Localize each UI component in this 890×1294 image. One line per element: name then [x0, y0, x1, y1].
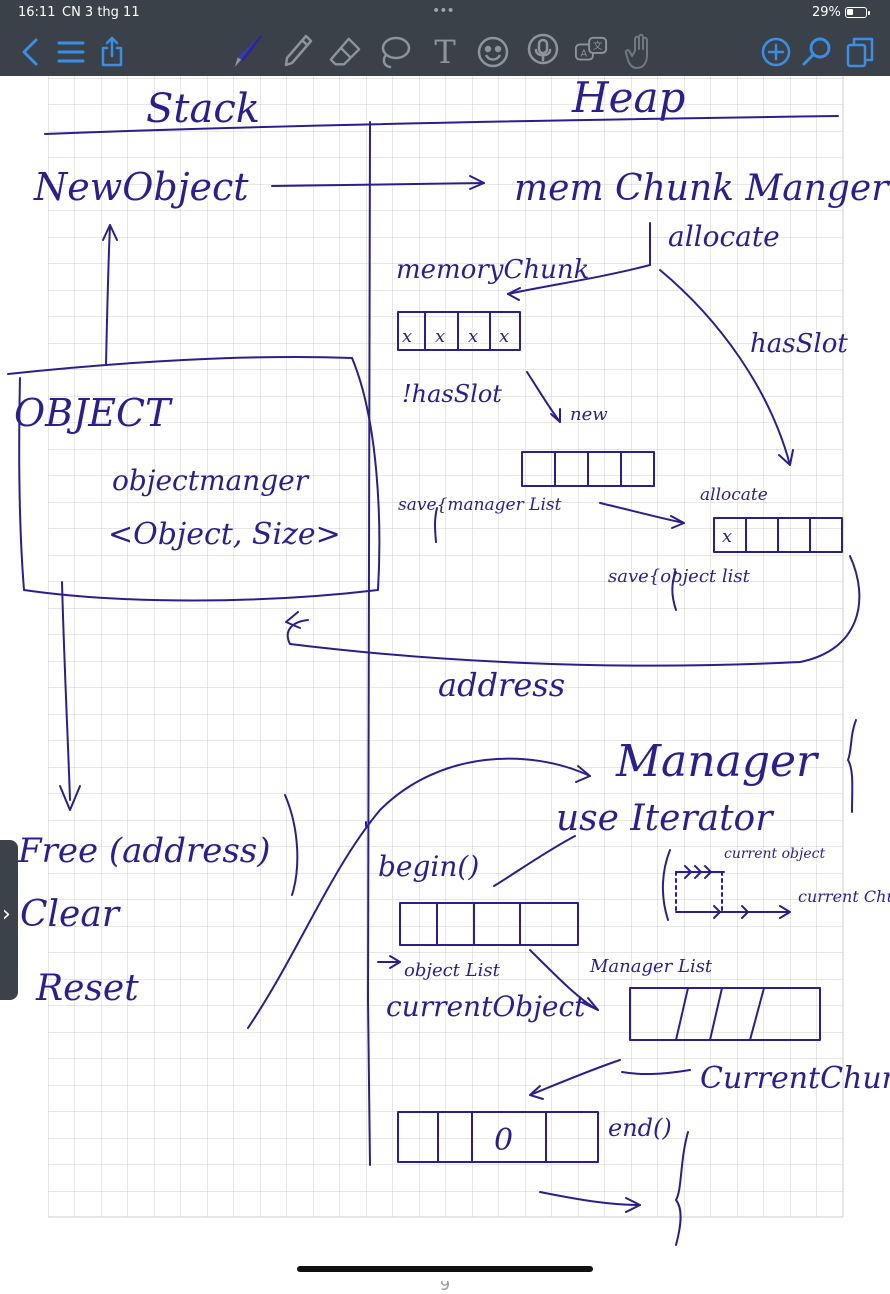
pen-icon[interactable] [230, 35, 264, 69]
allocated-slot-x: x [722, 526, 732, 547]
hand-icon[interactable] [622, 33, 656, 69]
text-icon[interactable]: T [434, 33, 456, 71]
status-date: CN 3 thg 11 [62, 5, 140, 20]
handwriting: Stack Heap NewObject mem Chunk Manger al… [14, 76, 890, 1158]
save-manager-list-label: save{manager List [398, 495, 562, 515]
object-manager-label: objectmanger [112, 464, 310, 497]
grid-page: Stack Heap NewObject mem Chunk Manger al… [7, 76, 890, 1246]
sticker-icon[interactable] [476, 35, 510, 69]
pencil-icon[interactable] [280, 34, 314, 69]
eraser-icon[interactable] [328, 35, 362, 69]
slot-x-2: x [435, 326, 445, 347]
sidebar-toggle-tab[interactable]: › [0, 840, 18, 1000]
reset-label: Reset [35, 968, 139, 1009]
memory-chunk-label: memoryChunk [396, 255, 589, 285]
object-size-pair: <Object, Size> [108, 517, 341, 552]
current-chunk-label-2: CurrentChunk [700, 1061, 890, 1096]
allocate-label: allocate [668, 220, 780, 253]
object-box-title: OBJECT [14, 391, 173, 435]
use-iterator-label: use Iterator [556, 798, 774, 839]
back-icon[interactable] [13, 35, 47, 69]
mem-chunk-manager-label: mem Chunk Manger [514, 168, 890, 209]
has-slot-label: hasSlot [750, 329, 848, 359]
address-label: address [438, 666, 565, 704]
object-list-label: object List [404, 960, 501, 981]
share-icon[interactable] [95, 35, 129, 69]
svg-text:文: 文 [593, 40, 603, 52]
current-object-label: current object [724, 846, 825, 862]
new-object-label: NewObject [33, 165, 249, 209]
allocate-label-2: allocate [700, 485, 768, 505]
free-address-label: Free (address) [17, 831, 271, 871]
lasso-icon[interactable] [378, 35, 412, 69]
begin-label: begin() [378, 850, 479, 883]
status-bar: 16:11 CN 3 thg 11 ••• 29% [0, 0, 890, 26]
clear-label: Clear [20, 894, 121, 935]
add-page-icon[interactable] [759, 35, 793, 69]
end-label: end() [608, 1114, 672, 1142]
status-time: 16:11 [18, 5, 56, 20]
home-indicator[interactable] [297, 1266, 593, 1272]
svg-text:A: A [581, 49, 588, 60]
slot-x-4: x [499, 326, 509, 347]
battery-percent: 29% [812, 5, 841, 20]
pages-icon[interactable] [843, 35, 877, 69]
manager-heading: Manager [615, 736, 820, 787]
current-chunk-label: current Chunk [798, 887, 890, 906]
list-icon[interactable] [54, 35, 88, 69]
manager-list-label: Manager List [589, 956, 713, 977]
note-canvas[interactable]: Stack Heap NewObject mem Chunk Manger al… [0, 76, 890, 1294]
microphone-icon[interactable] [526, 33, 560, 69]
not-has-slot-label: !hasSlot [402, 380, 502, 408]
current-object-label-2: currentObject [386, 990, 586, 1023]
slot-x-1: x [402, 326, 412, 347]
slot-x-3: x [468, 326, 478, 347]
search-icon[interactable] [800, 35, 834, 69]
heap-heading: Heap [571, 76, 685, 122]
new-label: new [570, 404, 608, 425]
multitasking-dots[interactable]: ••• [432, 3, 455, 19]
chevron-right-icon: › [2, 902, 11, 927]
stack-heading: Stack [146, 86, 260, 132]
battery-icon [845, 7, 870, 18]
chunk-slot-zero: 0 [494, 1123, 513, 1158]
save-object-list-label: save{object list [608, 566, 751, 587]
